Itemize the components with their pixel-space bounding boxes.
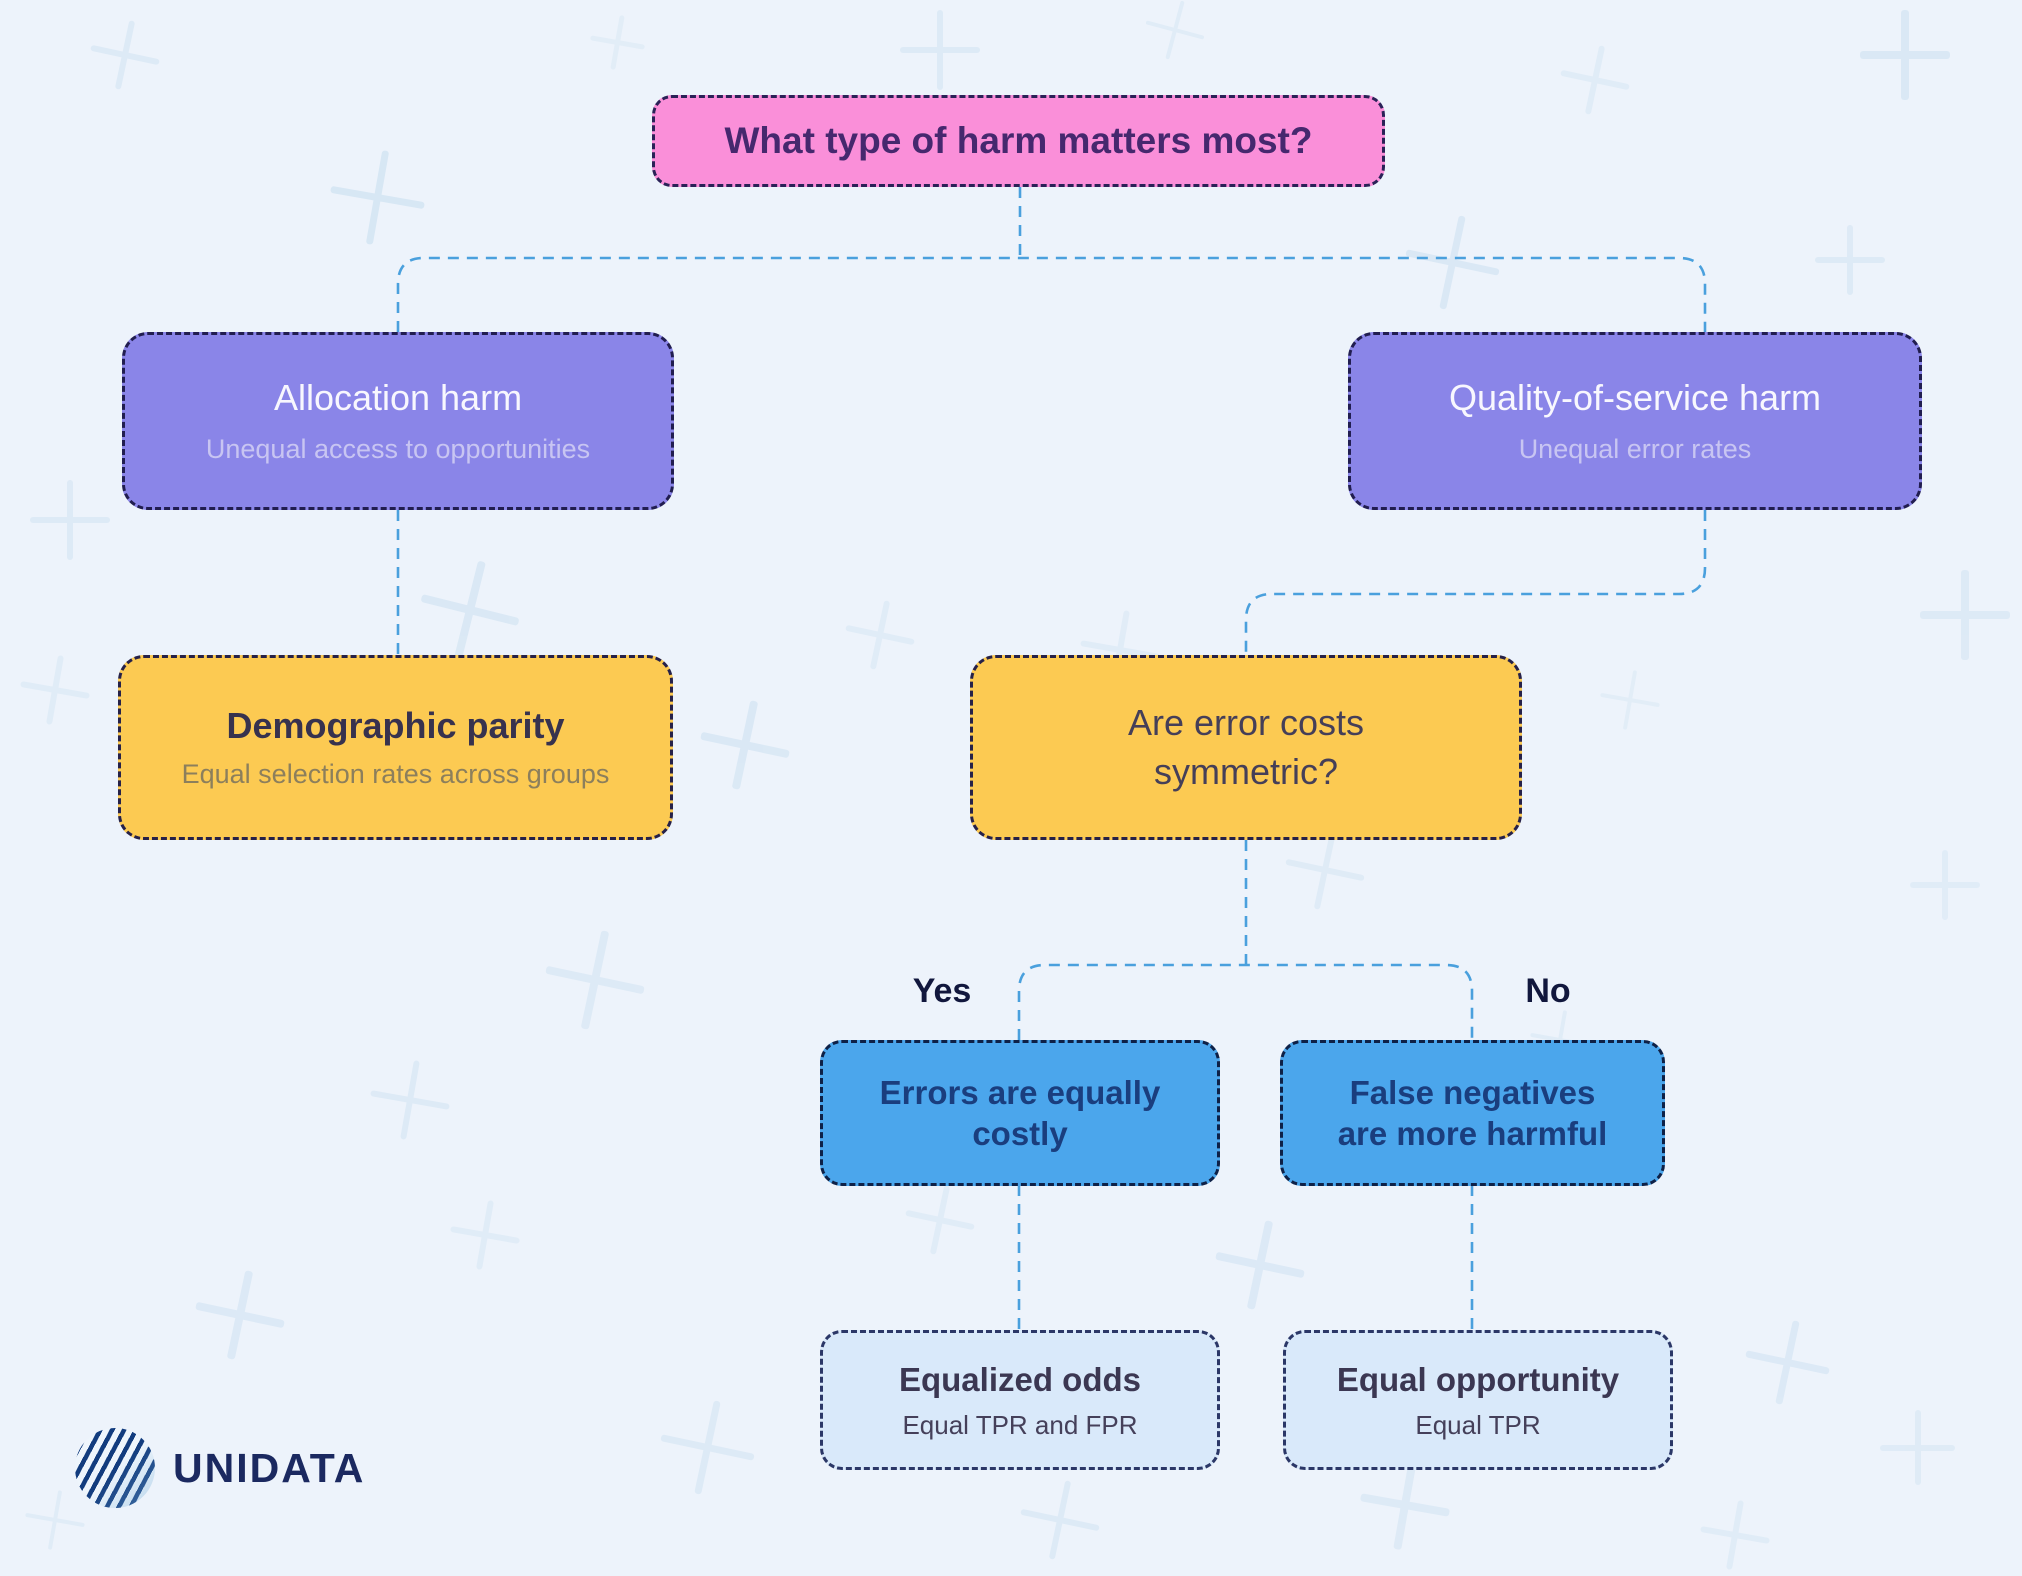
connector-root-branches [396, 256, 1707, 332]
quality-of-service-subtitle: Unequal error rates [1518, 434, 1752, 465]
demographic-parity-title: Demographic parity [226, 705, 565, 747]
connector-qos-to-question [1244, 510, 1707, 655]
allocation-harm-subtitle: Unequal access to opportunities [205, 434, 591, 465]
unidata-logo-text: UNIDATA [173, 1444, 366, 1491]
errors-equally-costly-node: Errors are equally costly [820, 1040, 1220, 1186]
demographic-parity-subtitle: Equal selection rates across groups [181, 759, 610, 790]
false-negatives-node: False negatives are more harmful [1280, 1040, 1665, 1186]
equal-opportunity-title: Equal opportunity [1336, 1360, 1620, 1398]
allocation-harm-title: Allocation harm [273, 377, 523, 419]
yes-branch-label: Yes [912, 972, 972, 1010]
root-question-label: What type of harm matters most? [724, 119, 1313, 161]
errors-equally-costly-label: Errors are equally costly [879, 1073, 1161, 1152]
equalized-odds-title: Equalized odds [898, 1360, 1142, 1398]
equal-opportunity-subtitle: Equal TPR [1415, 1409, 1541, 1440]
equalized-odds-node: Equalized odds Equal TPR and FPR [820, 1330, 1220, 1470]
connector-yes-no-branches [1017, 963, 1474, 1040]
equalized-odds-subtitle: Equal TPR and FPR [902, 1409, 1138, 1440]
quality-of-service-title: Quality-of-service harm [1448, 377, 1822, 419]
false-negatives-label: False negatives are more harmful [1337, 1073, 1608, 1152]
equal-opportunity-node: Equal opportunity Equal TPR [1283, 1330, 1673, 1470]
no-branch-label: No [1525, 972, 1571, 1010]
allocation-harm-node: Allocation harm Unequal access to opport… [122, 332, 674, 510]
unidata-logo: UNIDATA [75, 1428, 365, 1508]
unidata-globe-icon [75, 1428, 155, 1508]
root-question-node: What type of harm matters most? [652, 95, 1385, 187]
demographic-parity-node: Demographic parity Equal selection rates… [118, 655, 673, 840]
quality-of-service-harm-node: Quality-of-service harm Unequal error ra… [1348, 332, 1922, 510]
error-costs-question-node: Are error costs symmetric? [970, 655, 1522, 840]
error-costs-question-label: Are error costs symmetric? [1127, 701, 1365, 792]
